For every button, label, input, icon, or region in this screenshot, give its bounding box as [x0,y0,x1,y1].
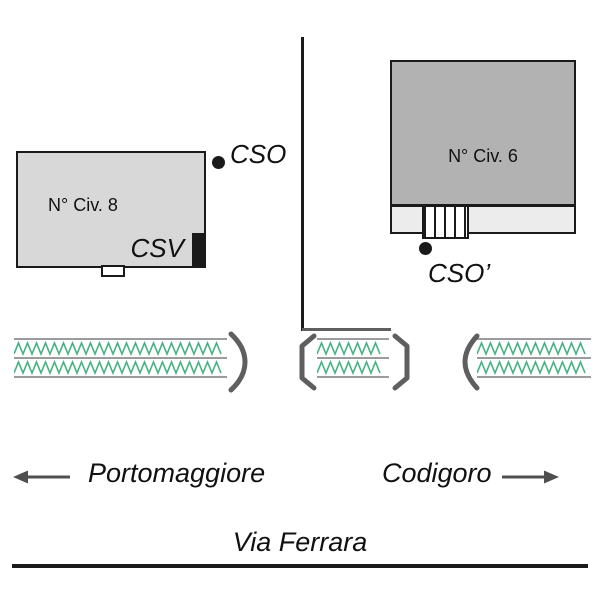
direction-label-codigoro: Codigoro [382,458,492,488]
hedge-row [14,341,222,356]
building-civ6: N° Civ. 6 [390,60,576,206]
hedge-line [317,376,389,378]
hedge-row [14,360,222,375]
street-name-label: Via Ferrara [232,527,368,557]
hedge-end-bracket [228,331,248,393]
hedge-right [477,338,591,378]
cso-prime-marker-dot [419,242,432,255]
direction-label-portomaggiore: Portomaggiore [88,458,266,488]
cso-prime-label: CSO’ [428,258,491,288]
hedge-line [477,357,591,359]
building-civ6-porch [390,205,576,234]
building-civ8: N° Civ. 8 CSV [16,151,206,277]
hedge-line [14,357,227,359]
curb-line [302,328,391,331]
arrow-right-icon [502,470,559,484]
hedge-row [317,341,381,356]
hedge-close-bracket [392,333,410,391]
hedge-line [477,376,591,378]
building-civ8-door [101,265,125,277]
hedge-row [317,360,381,375]
hedge-line [317,338,389,340]
cso-label: CSO [230,139,287,169]
street-baseline [12,564,588,568]
building-civ8-label: N° Civ. 8 [48,195,118,215]
arrow-left-icon [13,470,70,484]
building-civ6-label: N° Civ. 6 [448,146,518,166]
hedge-middle [317,338,389,378]
hedge-line [14,376,227,378]
hedge-open-bracket [462,333,480,391]
hedge-row [477,341,586,356]
hedge-line [477,338,591,340]
hedge-line [317,357,389,359]
csv-marker-bar [192,233,204,266]
hedge-open-bracket [299,333,317,391]
building-civ6-stairs [422,205,469,239]
hedge-left [14,338,227,378]
csv-label: CSV [130,233,184,263]
hedge-line [14,338,227,340]
cso-marker-dot [212,156,225,169]
hedge-row [477,360,586,375]
street-divider-line [301,37,304,331]
